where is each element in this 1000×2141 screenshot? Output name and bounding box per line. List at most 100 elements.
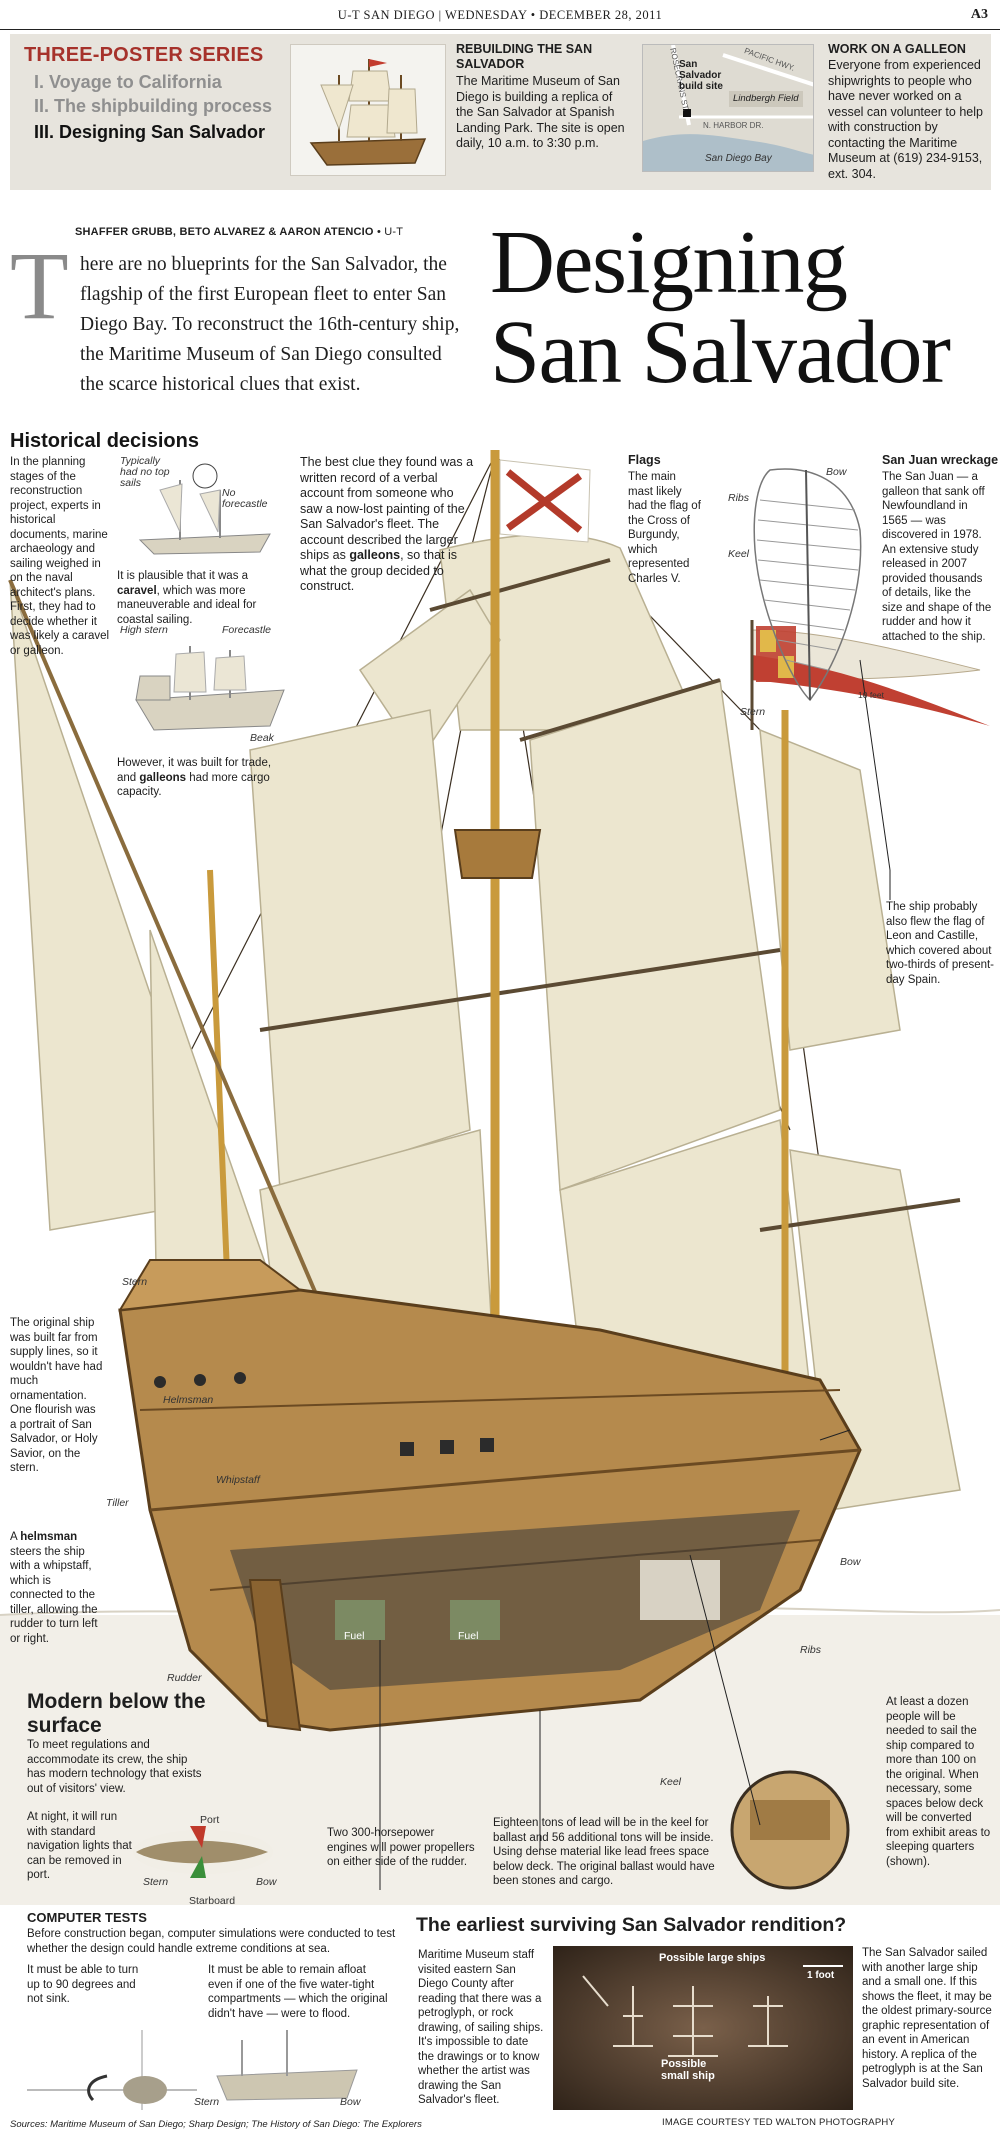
nav-label-stern: Stern bbox=[143, 1876, 169, 1888]
leon-castille-caption: The ship probably also flew the flag of … bbox=[886, 901, 995, 986]
galleon-label-forecastle: Forecastle bbox=[222, 624, 272, 636]
caravel-word: caravel bbox=[117, 584, 157, 597]
verbal-account-text: The best clue they found was a written r… bbox=[300, 455, 475, 595]
ballast-caption: Eighteen tons of lead will be in the kee… bbox=[493, 1817, 715, 1887]
sources-line: Sources: Maritime Museum of San Diego; S… bbox=[10, 2119, 422, 2130]
drop-cap: T bbox=[10, 232, 69, 339]
label-rudder: Rudder bbox=[167, 1672, 202, 1684]
wreck-label-stern: Stern bbox=[740, 706, 766, 718]
ship-illustration bbox=[0, 450, 1000, 1905]
wreck-label-keel: Keel bbox=[728, 548, 750, 560]
caravel-sketch bbox=[138, 463, 271, 555]
label-bow: Bow bbox=[840, 1556, 861, 1568]
galleon-caption: However, it was built for trade, and gal… bbox=[117, 756, 292, 800]
label-tiller: Tiller bbox=[106, 1497, 129, 1509]
label-stern: Stern bbox=[122, 1276, 148, 1288]
galleon-cap-post: had more cargo capacity. bbox=[117, 771, 270, 799]
helms-word: helmsman bbox=[20, 1531, 78, 1543]
series-title: THREE-POSTER SERIES bbox=[24, 44, 264, 66]
caravel-caption: It is plausible that it was a caravel, w… bbox=[117, 569, 292, 627]
modern-heading: Modern below the surface bbox=[27, 1690, 206, 1737]
historical-intro: In the planning stages of the reconstruc… bbox=[10, 456, 110, 657]
galleon-label-high-stern: High stern bbox=[120, 624, 168, 636]
galleon-heading: WORK ON A GALLEON bbox=[828, 42, 966, 56]
rebuild-body: The Maritime Museum of San Diego is buil… bbox=[456, 74, 625, 150]
label-fuel-1: Fuel bbox=[344, 1630, 365, 1642]
caravel-cap-pre: It is plausible that it was a bbox=[117, 570, 249, 582]
label-keel: Keel bbox=[660, 1776, 682, 1788]
verbal-post: , so that is what the group decided to c… bbox=[300, 548, 458, 593]
galleon-body: Everyone from experienced shipwrights to… bbox=[828, 58, 983, 181]
nav-label-starboard: Starboard bbox=[189, 1895, 236, 1907]
petro-label-small: Possible small ship bbox=[661, 2058, 715, 2082]
san-juan-body: The San Juan — a galleon that sank off N… bbox=[882, 471, 992, 643]
helms-post: steers the ship with a whipstaff, which … bbox=[10, 1545, 98, 1645]
folio-dateline: U-T SAN DIEGO | WEDNESDAY • DECEMBER 28,… bbox=[337, 8, 663, 22]
test-label-bow: Bow bbox=[340, 2096, 361, 2108]
map-site-label: San Salvador build site bbox=[679, 59, 723, 92]
galleon-label-beak: Beak bbox=[250, 732, 274, 744]
flags-body: The main mast likely had the flag of the… bbox=[628, 471, 701, 585]
ship-thumbnail bbox=[290, 44, 446, 176]
title-line-1: Designing bbox=[490, 213, 848, 312]
locator-map: ROSECRANS ST. PACIFIC HWY. San Salvador … bbox=[642, 44, 814, 172]
galleon-word: galleons bbox=[139, 771, 187, 784]
petro-label-scale: 1 foot bbox=[807, 1970, 835, 1981]
nav-label-bow: Bow bbox=[256, 1876, 277, 1888]
series-banner: THREE-POSTER SERIES I. Voyage to Califor… bbox=[10, 34, 991, 190]
byline-org: • U-T bbox=[376, 226, 404, 238]
caravel-label-2: No forecastle bbox=[222, 487, 268, 510]
galleon-sketch bbox=[135, 646, 285, 731]
historical-heading: Historical decisions bbox=[10, 430, 199, 452]
verbal-word: galleons bbox=[349, 548, 401, 562]
label-whipstaff: Whipstaff bbox=[216, 1474, 260, 1486]
test-turn-caption: It must be able to turn up to 90 degrees… bbox=[27, 1964, 139, 2005]
lead-text: here are no blueprints for the San Salva… bbox=[80, 254, 460, 395]
series-item-3: III. Designing San Salvador bbox=[34, 122, 266, 142]
map-field-label: Lindbergh Field bbox=[733, 93, 799, 104]
earliest-heading: The earliest surviving San Salvador rend… bbox=[416, 1914, 847, 1936]
series-item-1: I. Voyage to California bbox=[34, 72, 222, 92]
test-flood-caption: It must be able to remain afloat even if… bbox=[208, 1964, 388, 2020]
helmsman-caption: A helmsman steers the ship with a whipst… bbox=[10, 1530, 105, 1646]
photo-credit: IMAGE COURTESY TED WALTON PHOTOGRAPHY bbox=[662, 2117, 895, 2128]
wreck-label-bow: Bow bbox=[826, 466, 847, 478]
caravel-label-1: Typically had no top sails bbox=[120, 455, 170, 489]
tests-heading: COMPUTER TESTS bbox=[27, 1910, 147, 1925]
san-juan-heading: San Juan wreckage bbox=[882, 453, 999, 467]
test-label-stern: Stern bbox=[194, 2096, 220, 2108]
label-fuel-2: Fuel bbox=[458, 1630, 479, 1642]
petro-label-large: Possible large ships bbox=[659, 1952, 766, 1964]
byline: SHAFFER GRUBB, BETO ALVAREZ & AARON ATEN… bbox=[75, 226, 403, 238]
verbal-pre: The best clue they found was a written r… bbox=[300, 455, 474, 562]
nav-label-port: Port bbox=[200, 1814, 220, 1826]
nav-lights-diagram bbox=[133, 1826, 273, 1878]
wreck-scale: 10 feet bbox=[858, 690, 884, 700]
crew-caption: At least a dozen people will be needed t… bbox=[886, 1696, 991, 1868]
engines-caption: Two 300-horsepower engines will power pr… bbox=[327, 1827, 475, 1868]
map-harbor-label: N. HARBOR DR. bbox=[703, 121, 764, 130]
galleon-cap-pre: However, it was built for trade, and bbox=[117, 757, 272, 784]
page-title: Designing San Salvador bbox=[490, 213, 951, 402]
caravel-cap-post: , which was more maneuverable and ideal … bbox=[117, 584, 257, 626]
helms-pre: A bbox=[10, 1531, 21, 1543]
nav-lights-caption: At night, it will run with standard navi… bbox=[27, 1811, 132, 1881]
modern-body: To meet regulations and accommodate its … bbox=[27, 1739, 202, 1795]
series-item-2: II. The shipbuilding process bbox=[34, 96, 273, 116]
folio-bar: U-T SAN DIEGO | WEDNESDAY • DECEMBER 28,… bbox=[0, 0, 1000, 30]
earliest-side-caption: The San Salvador sailed with another lar… bbox=[862, 1947, 992, 2090]
label-ribs: Ribs bbox=[800, 1644, 822, 1656]
earliest-body: Maritime Museum staff visited eastern Sa… bbox=[418, 1949, 544, 2106]
tests-diagrams bbox=[27, 2030, 358, 2110]
petroglyph-photo: Possible large ships 1 foot Possible sma… bbox=[553, 1946, 853, 2110]
flags-heading: Flags bbox=[628, 453, 661, 467]
title-line-2: San Salvador bbox=[490, 303, 951, 402]
label-helmsman: Helmsman bbox=[163, 1394, 214, 1406]
lead-paragraph: here are no blueprints for the San Salva… bbox=[10, 250, 470, 400]
map-bay-label: San Diego Bay bbox=[705, 153, 772, 164]
wreck-label-ribs: Ribs bbox=[728, 492, 750, 504]
stern-caption: The original ship was built far from sup… bbox=[10, 1317, 103, 1474]
byline-names: SHAFFER GRUBB, BETO ALVAREZ & AARON ATEN… bbox=[75, 226, 374, 238]
san-juan-wreck-plan bbox=[753, 468, 862, 702]
page-number: A3 bbox=[970, 7, 988, 22]
